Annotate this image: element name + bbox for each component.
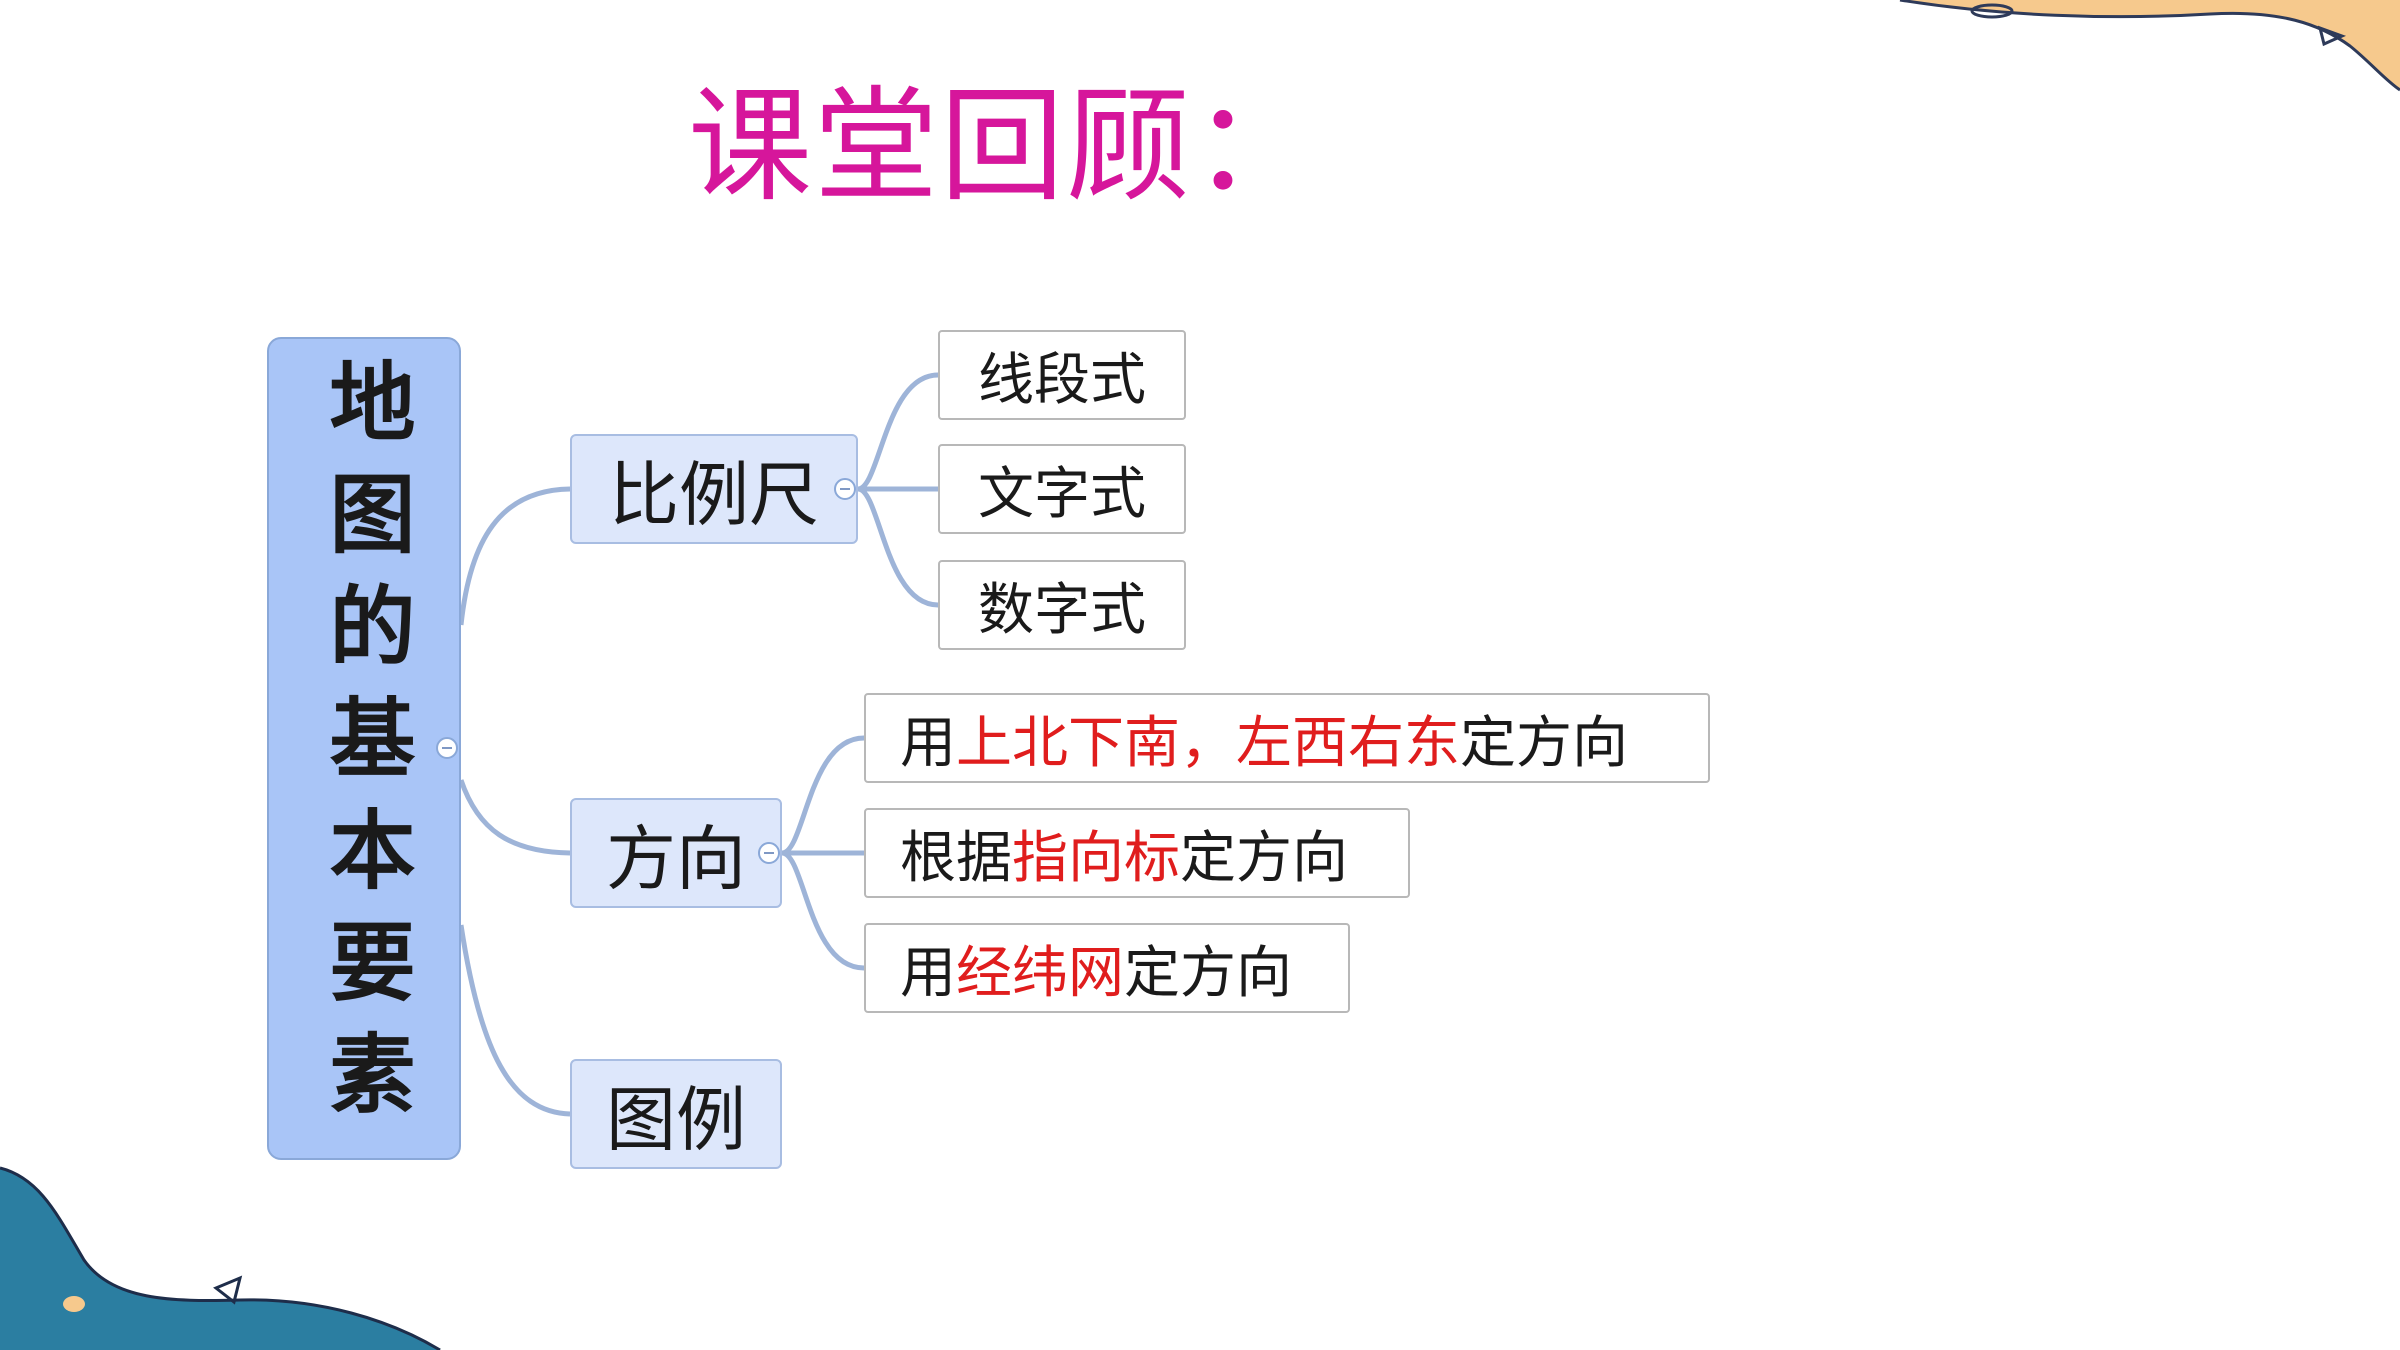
connector-root-legend xyxy=(458,924,571,1117)
connector-root-scale xyxy=(458,486,571,626)
leaf-highlight-text: 上北下南，左西右东 xyxy=(956,710,1460,776)
leaf-node-linear-scale[interactable]: 线段式 xyxy=(938,330,1186,420)
root-collapse-icon[interactable] xyxy=(436,737,458,759)
triangle-icon xyxy=(2317,25,2347,47)
leaf-node-direction-grid[interactable]: 用经纬网定方向 xyxy=(864,923,1350,1013)
branch-node-scale[interactable]: 比例尺 xyxy=(570,434,858,544)
branch-node-label: 图例 xyxy=(606,1078,746,1161)
root-node[interactable]: 地图的基本要素 xyxy=(267,337,461,1160)
connector-root-direction xyxy=(458,779,571,856)
leaf-node-direction-arrow[interactable]: 根据指向标定方向 xyxy=(864,808,1410,898)
branch-node-legend[interactable]: 图例 xyxy=(570,1059,782,1169)
leaf-highlight-text: 经纬网 xyxy=(956,940,1124,1006)
triangle-icon xyxy=(213,1275,243,1305)
bottom-left-wave-decoration xyxy=(0,1166,441,1350)
connector-direction-rule xyxy=(781,735,865,856)
branch-node-direction[interactable]: 方向 xyxy=(570,798,782,908)
branch-node-label: 比例尺 xyxy=(609,453,819,536)
dot-icon xyxy=(63,1296,85,1312)
leaf-text: 定方向 xyxy=(1460,710,1628,776)
leaf-node-direction-rule[interactable]: 用上北下南，左西右东定方向 xyxy=(864,693,1710,783)
connector-scale-numeric xyxy=(857,486,939,608)
root-node-label: 地图的基本要素 xyxy=(314,356,414,1141)
small-loop-icon xyxy=(1970,3,2014,19)
leaf-node-text-scale[interactable]: 文字式 xyxy=(938,444,1186,534)
leaf-text: 数字式 xyxy=(978,577,1146,643)
leaf-text: 根据 xyxy=(900,825,1012,891)
slide-title: 课堂回顾： xyxy=(688,75,1319,219)
branch-node-label: 方向 xyxy=(606,817,746,900)
leaf-text: 定方向 xyxy=(1124,940,1292,1006)
connector-direction-grid xyxy=(781,850,865,971)
leaf-text: 用 xyxy=(900,710,956,776)
leaf-highlight-text: 指向标 xyxy=(1012,825,1180,891)
leaf-text: 用 xyxy=(900,940,956,1006)
leaf-text: 文字式 xyxy=(978,461,1146,527)
connector-scale-linear xyxy=(857,372,939,492)
leaf-text: 线段式 xyxy=(978,347,1146,413)
top-right-wave-decoration xyxy=(1899,0,2400,92)
leaf-text: 定方向 xyxy=(1180,825,1348,891)
leaf-node-numeric-scale[interactable]: 数字式 xyxy=(938,560,1186,650)
direction-collapse-icon[interactable] xyxy=(758,842,780,864)
scale-collapse-icon[interactable] xyxy=(834,478,856,500)
